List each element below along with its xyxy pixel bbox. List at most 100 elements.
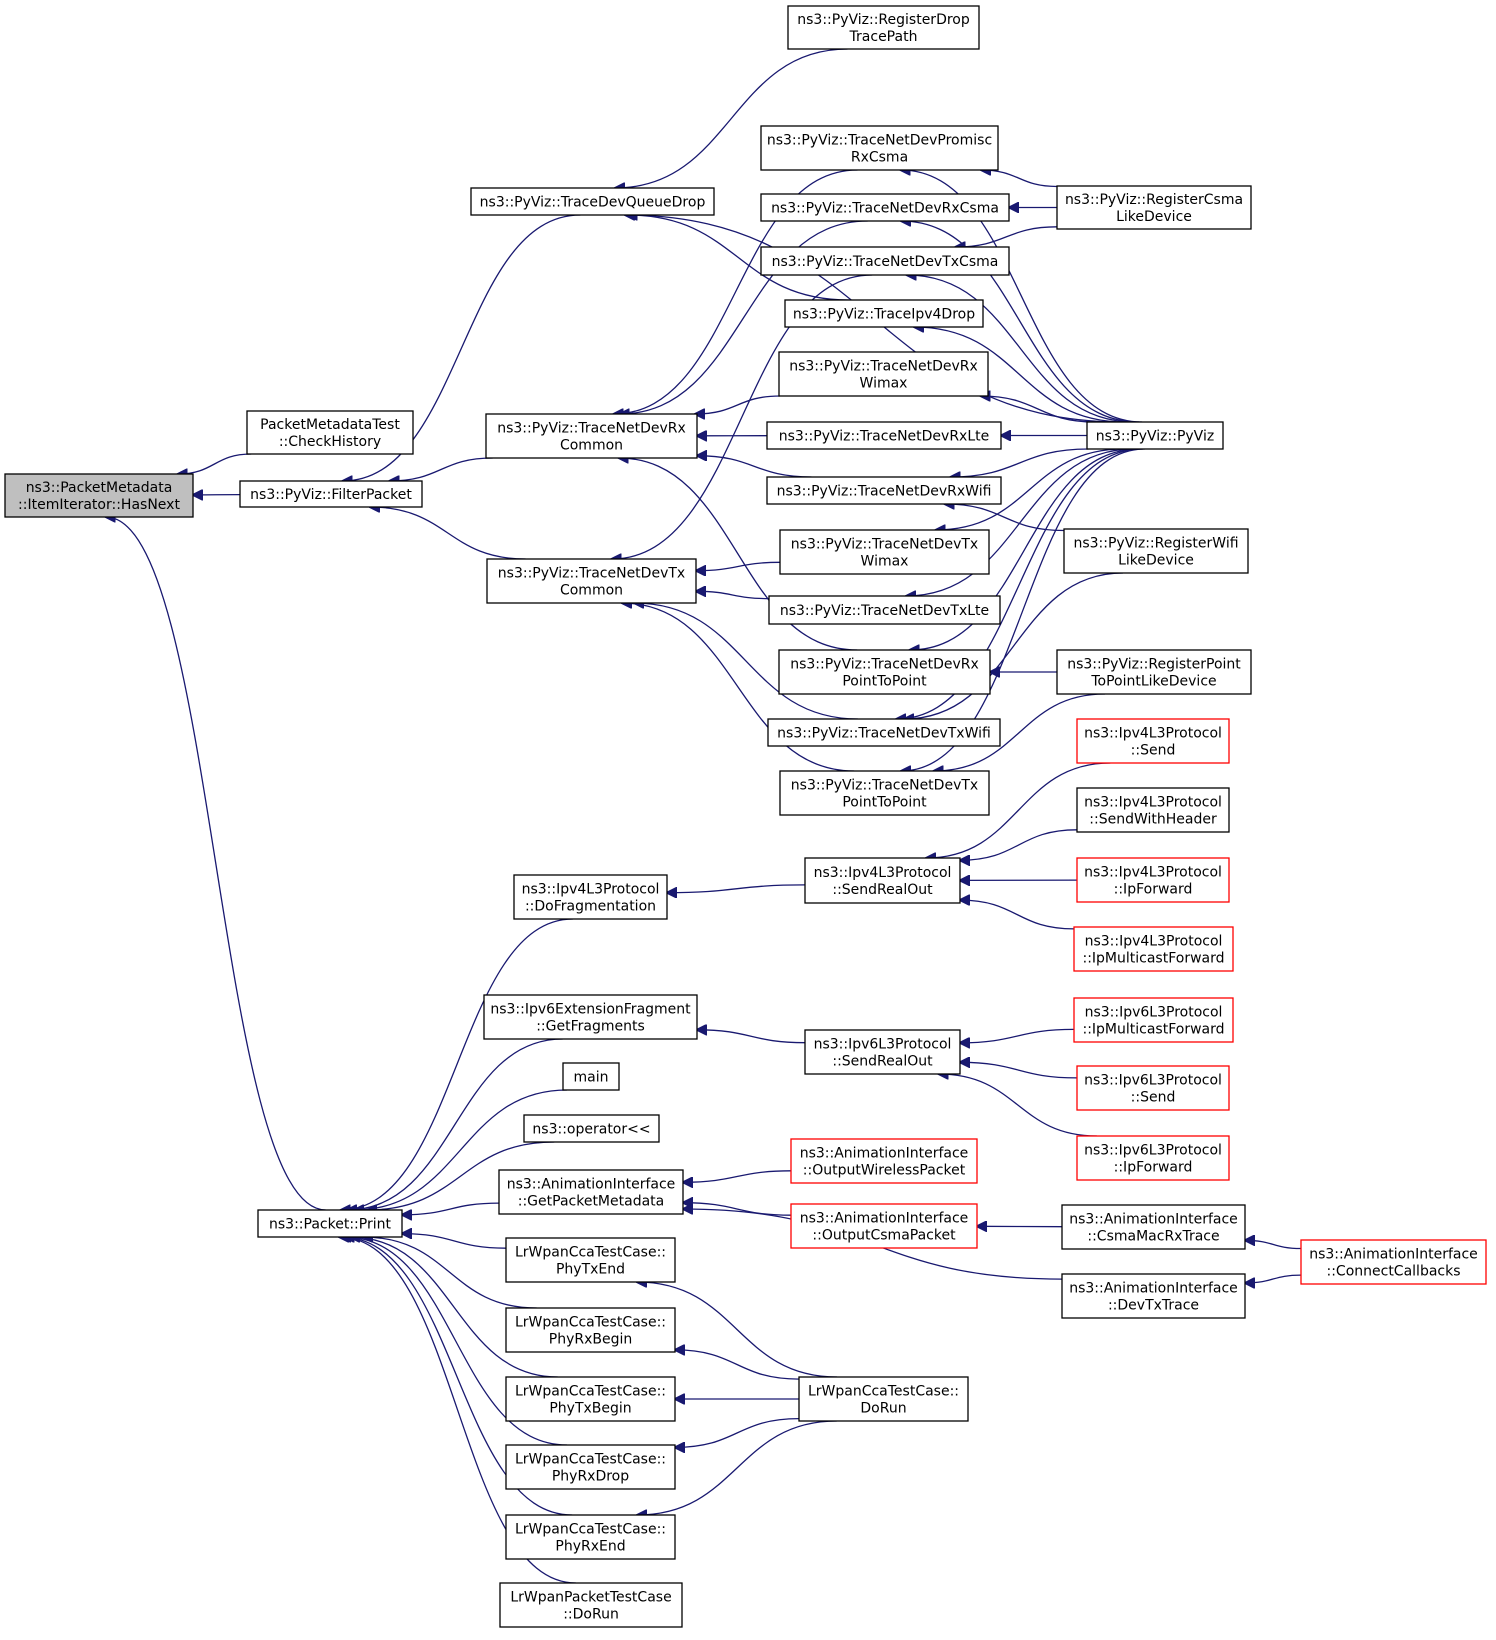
node-lrphyrxend[interactable]: LrWpanCcaTestCase::PhyRxEnd xyxy=(505,1514,676,1560)
node-root[interactable]: ns3::PacketMetadata::ItemIterator::HasNe… xyxy=(4,473,194,518)
node-ipv6send[interactable]: ns3::Ipv6L3Protocol::Send xyxy=(1076,1065,1230,1111)
node-box[interactable] xyxy=(768,595,1001,625)
node-ipv6ipforward[interactable]: ns3::Ipv6L3Protocol::IpForward xyxy=(1076,1135,1230,1181)
node-aidevtxtrace[interactable]: ns3::AnimationInterface::DevTxTrace xyxy=(1061,1273,1246,1319)
node-box[interactable] xyxy=(1063,528,1249,574)
node-netdevtxwifi[interactable]: ns3::PyViz::TraceNetDevTxWifi xyxy=(767,718,1001,747)
node-ipv4send[interactable]: ns3::Ipv4L3Protocol::Send xyxy=(1076,718,1230,764)
node-box[interactable] xyxy=(1061,1273,1246,1319)
node-box[interactable] xyxy=(1076,1065,1230,1111)
node-ipv6getfrag[interactable]: ns3::Ipv6ExtensionFragment::GetFragments xyxy=(483,994,698,1040)
node-box[interactable] xyxy=(483,994,698,1040)
node-box[interactable] xyxy=(787,5,980,50)
node-aioutcsma[interactable]: ns3::AnimationInterface::OutputCsmaPacke… xyxy=(790,1203,978,1249)
node-lrccadorun[interactable]: LrWpanCcaTestCase::DoRun xyxy=(798,1376,969,1422)
node-packetprint[interactable]: ns3::Packet::Print xyxy=(257,1209,403,1238)
node-ipv4ipforward[interactable]: ns3::Ipv4L3Protocol::IpForward xyxy=(1076,857,1230,903)
node-box[interactable] xyxy=(760,193,1010,222)
node-box[interactable] xyxy=(760,246,1010,276)
node-ipv4ipmcast[interactable]: ns3::Ipv4L3Protocol::IpMulticastForward xyxy=(1073,926,1234,972)
node-box[interactable] xyxy=(1056,185,1252,230)
node-box[interactable] xyxy=(4,473,194,518)
node-box[interactable] xyxy=(523,1114,660,1143)
node-box[interactable] xyxy=(804,1029,961,1075)
node-netdevtxlte[interactable]: ns3::PyViz::TraceNetDevTxLte xyxy=(768,595,1001,625)
node-tracedevqueuedrop[interactable]: ns3::PyViz::TraceDevQueueDrop xyxy=(470,187,715,216)
node-lrphyrxdrop[interactable]: LrWpanCcaTestCase::PhyRxDrop xyxy=(505,1444,676,1490)
node-registerp2p[interactable]: ns3::PyViz::RegisterPointToPointLikeDevi… xyxy=(1056,649,1252,695)
node-box[interactable] xyxy=(1300,1239,1487,1285)
node-box[interactable] xyxy=(1073,997,1234,1043)
node-box[interactable] xyxy=(798,1376,969,1422)
node-box[interactable] xyxy=(1073,926,1234,972)
node-box[interactable] xyxy=(790,1138,978,1184)
node-box[interactable] xyxy=(790,1203,978,1249)
node-box[interactable] xyxy=(470,187,715,216)
node-box[interactable] xyxy=(804,857,961,904)
node-aioutwireless[interactable]: ns3::AnimationInterface::OutputWirelessP… xyxy=(790,1138,978,1184)
node-box[interactable] xyxy=(760,125,999,171)
node-lrphytxend[interactable]: LrWpanCcaTestCase::PhyTxEnd xyxy=(505,1237,676,1283)
node-pmt_checkhistory[interactable]: PacketMetadataTest::CheckHistory xyxy=(246,410,414,455)
node-box[interactable] xyxy=(486,558,697,604)
node-box[interactable] xyxy=(257,1209,403,1238)
node-traceipv4drop[interactable]: ns3::PyViz::TraceIpv4Drop xyxy=(784,299,984,328)
node-netdevrxwifi[interactable]: ns3::PyViz::TraceNetDevRxWifi xyxy=(766,476,1002,505)
node-box[interactable] xyxy=(505,1376,676,1422)
node-netdevrxlte[interactable]: ns3::PyViz::TraceNetDevRxLte xyxy=(766,421,1002,450)
node-lrpacketdorun[interactable]: LrWpanPacketTestCase::DoRun xyxy=(499,1582,683,1628)
node-box[interactable] xyxy=(513,874,668,920)
node-aiconnectcb[interactable]: ns3::AnimationInterface::ConnectCallback… xyxy=(1300,1239,1487,1285)
node-ipv4sendwithheader[interactable]: ns3::Ipv4L3Protocol::SendWithHeader xyxy=(1076,787,1230,833)
node-aigetpacketmeta[interactable]: ns3::AnimationInterface::GetPacketMetada… xyxy=(498,1169,684,1215)
node-ipv6ipmcast[interactable]: ns3::Ipv6L3Protocol::IpMulticastForward xyxy=(1073,997,1234,1043)
node-box[interactable] xyxy=(1076,718,1230,764)
node-box[interactable] xyxy=(505,1307,676,1353)
node-box[interactable] xyxy=(767,718,1001,747)
node-box[interactable] xyxy=(505,1237,676,1283)
node-box[interactable] xyxy=(505,1514,676,1560)
node-box[interactable] xyxy=(499,1582,683,1628)
node-box[interactable] xyxy=(505,1444,676,1490)
node-netdevrxcsma[interactable]: ns3::PyViz::TraceNetDevRxCsma xyxy=(760,193,1010,222)
node-aicsmamacrx[interactable]: ns3::AnimationInterface::CsmaMacRxTrace xyxy=(1061,1204,1246,1250)
node-box[interactable] xyxy=(246,410,414,455)
node-box[interactable] xyxy=(1076,787,1230,833)
node-box[interactable] xyxy=(498,1169,684,1215)
node-main[interactable]: main xyxy=(562,1062,620,1091)
node-box[interactable] xyxy=(562,1062,620,1091)
node-box[interactable] xyxy=(784,299,984,328)
node-box[interactable] xyxy=(779,529,990,575)
node-pyviz[interactable]: ns3::PyViz::PyViz xyxy=(1086,421,1224,450)
node-ipv6sendrealout[interactable]: ns3::Ipv6L3Protocol::SendRealOut xyxy=(804,1029,961,1075)
node-ipv4sendrealout[interactable]: ns3::Ipv4L3Protocol::SendRealOut xyxy=(804,857,961,904)
node-lrphytxbegin[interactable]: LrWpanCcaTestCase::PhyTxBegin xyxy=(505,1376,676,1422)
node-box[interactable] xyxy=(778,649,991,695)
node-box[interactable] xyxy=(766,421,1002,450)
node-filterpacket[interactable]: ns3::PyViz::FilterPacket xyxy=(239,480,423,508)
node-box[interactable] xyxy=(1061,1204,1246,1250)
node-box[interactable] xyxy=(1076,857,1230,903)
node-box[interactable] xyxy=(1086,421,1224,450)
node-lrphyrxbegin[interactable]: LrWpanCcaTestCase::PhyRxBegin xyxy=(505,1307,676,1353)
node-box[interactable] xyxy=(1056,649,1252,695)
node-box[interactable] xyxy=(766,476,1002,505)
node-box[interactable] xyxy=(778,351,989,397)
node-operator[interactable]: ns3::operator<< xyxy=(523,1114,660,1143)
node-box[interactable] xyxy=(485,413,698,459)
node-box[interactable] xyxy=(239,480,423,508)
node-ipv4dofrag[interactable]: ns3::Ipv4L3Protocol::DoFragmentation xyxy=(513,874,668,920)
node-netdevtxcsma[interactable]: ns3::PyViz::TraceNetDevTxCsma xyxy=(760,246,1010,276)
node-box[interactable] xyxy=(779,770,990,816)
node-box[interactable] xyxy=(1076,1135,1230,1181)
